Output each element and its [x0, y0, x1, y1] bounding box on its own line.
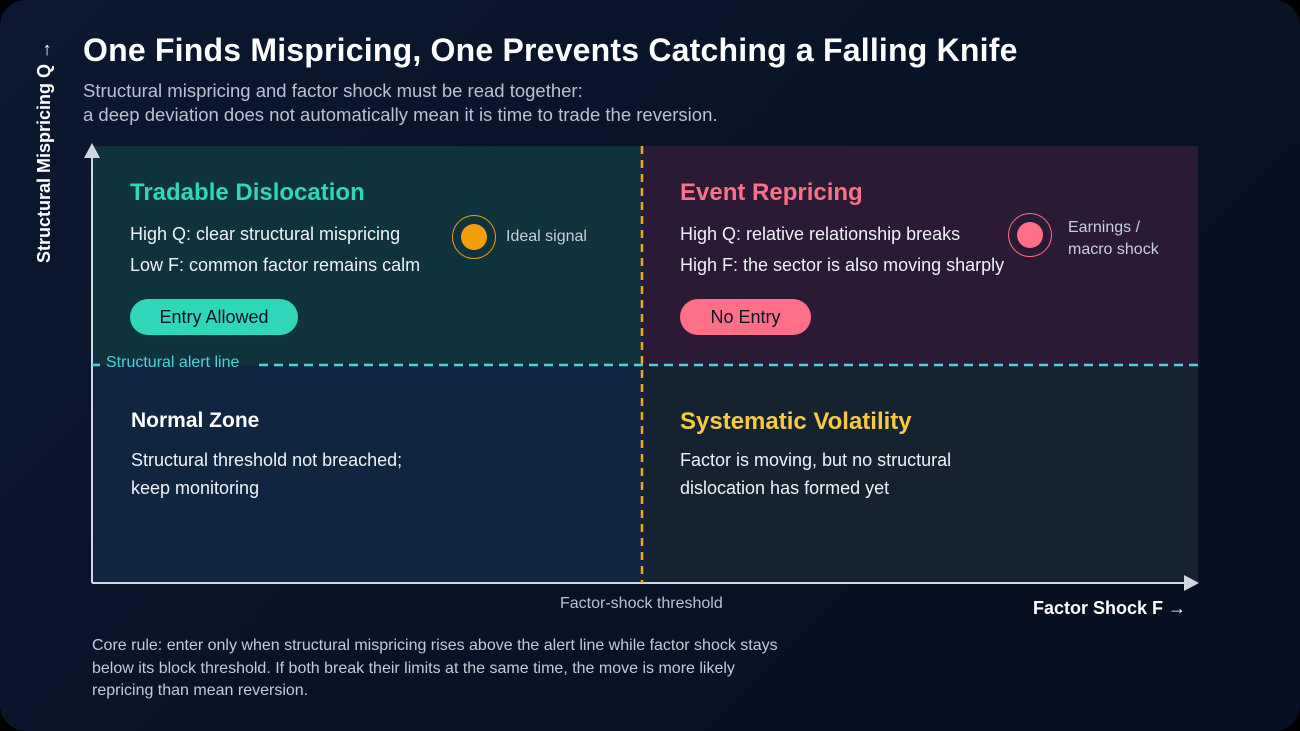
normal-zone-line-2: keep monitoring — [131, 478, 260, 498]
ideal-signal-dot — [461, 224, 487, 250]
systematic-volatility-line-2: dislocation has formed yet — [680, 478, 890, 498]
x-axis-label: Factor Shock F → — [1033, 598, 1187, 618]
core-rule-note: Core rule: enter only when structural mi… — [92, 637, 778, 699]
ideal-signal-label: Ideal signal — [506, 228, 587, 245]
quadrant-systematic-volatility — [641, 365, 1198, 583]
tradable-dislocation-line-1: High Q: clear structural mispricing — [130, 224, 401, 244]
event-shock-label-line-2: macro shock — [1068, 241, 1159, 258]
event-shock-marker — [1008, 213, 1052, 257]
event-repricing-line-2: High F: the sector is also moving sharpl… — [680, 255, 1005, 275]
page-title: One Finds Mispricing, One Prevents Catch… — [83, 32, 1018, 68]
alert-line-label: Structural alert line — [106, 354, 240, 371]
tradable-dislocation-line-2: Low F: common factor remains calm — [130, 255, 421, 275]
normal-zone-line-1: Structural threshold not breached; — [131, 450, 403, 470]
event-repricing-line-1: High Q: relative relationship breaks — [680, 224, 961, 244]
ideal-signal-marker — [452, 215, 496, 259]
page-subtitle: Structural mispricing and factor shock m… — [83, 79, 983, 127]
y-axis-arrowhead — [84, 143, 100, 158]
normal-zone-title: Normal Zone — [131, 409, 260, 432]
x-axis-arrowhead — [1184, 575, 1199, 591]
event-repricing-title: Event Repricing — [680, 179, 863, 206]
systematic-volatility-title: Systematic Volatility — [680, 408, 912, 435]
subtitle-line-2: a deep deviation does not automatically … — [83, 104, 718, 125]
event-shock-label-line-1: Earnings / — [1068, 219, 1141, 236]
event-shock-label: Earnings / macro shock — [1068, 217, 1159, 261]
subtitle-line-1: Structural mispricing and factor shock m… — [83, 80, 583, 101]
quadrant-normal-zone — [92, 365, 641, 583]
tradable-dislocation-title: Tradable Dislocation — [130, 179, 365, 206]
systematic-volatility-line-1: Factor is moving, but no structural — [680, 450, 952, 470]
event-shock-dot — [1017, 222, 1043, 248]
factor-threshold-label: Factor-shock threshold — [560, 595, 723, 612]
entry-allowed-badge: Entry Allowed — [130, 299, 298, 335]
no-entry-badge: No Entry — [680, 299, 811, 335]
